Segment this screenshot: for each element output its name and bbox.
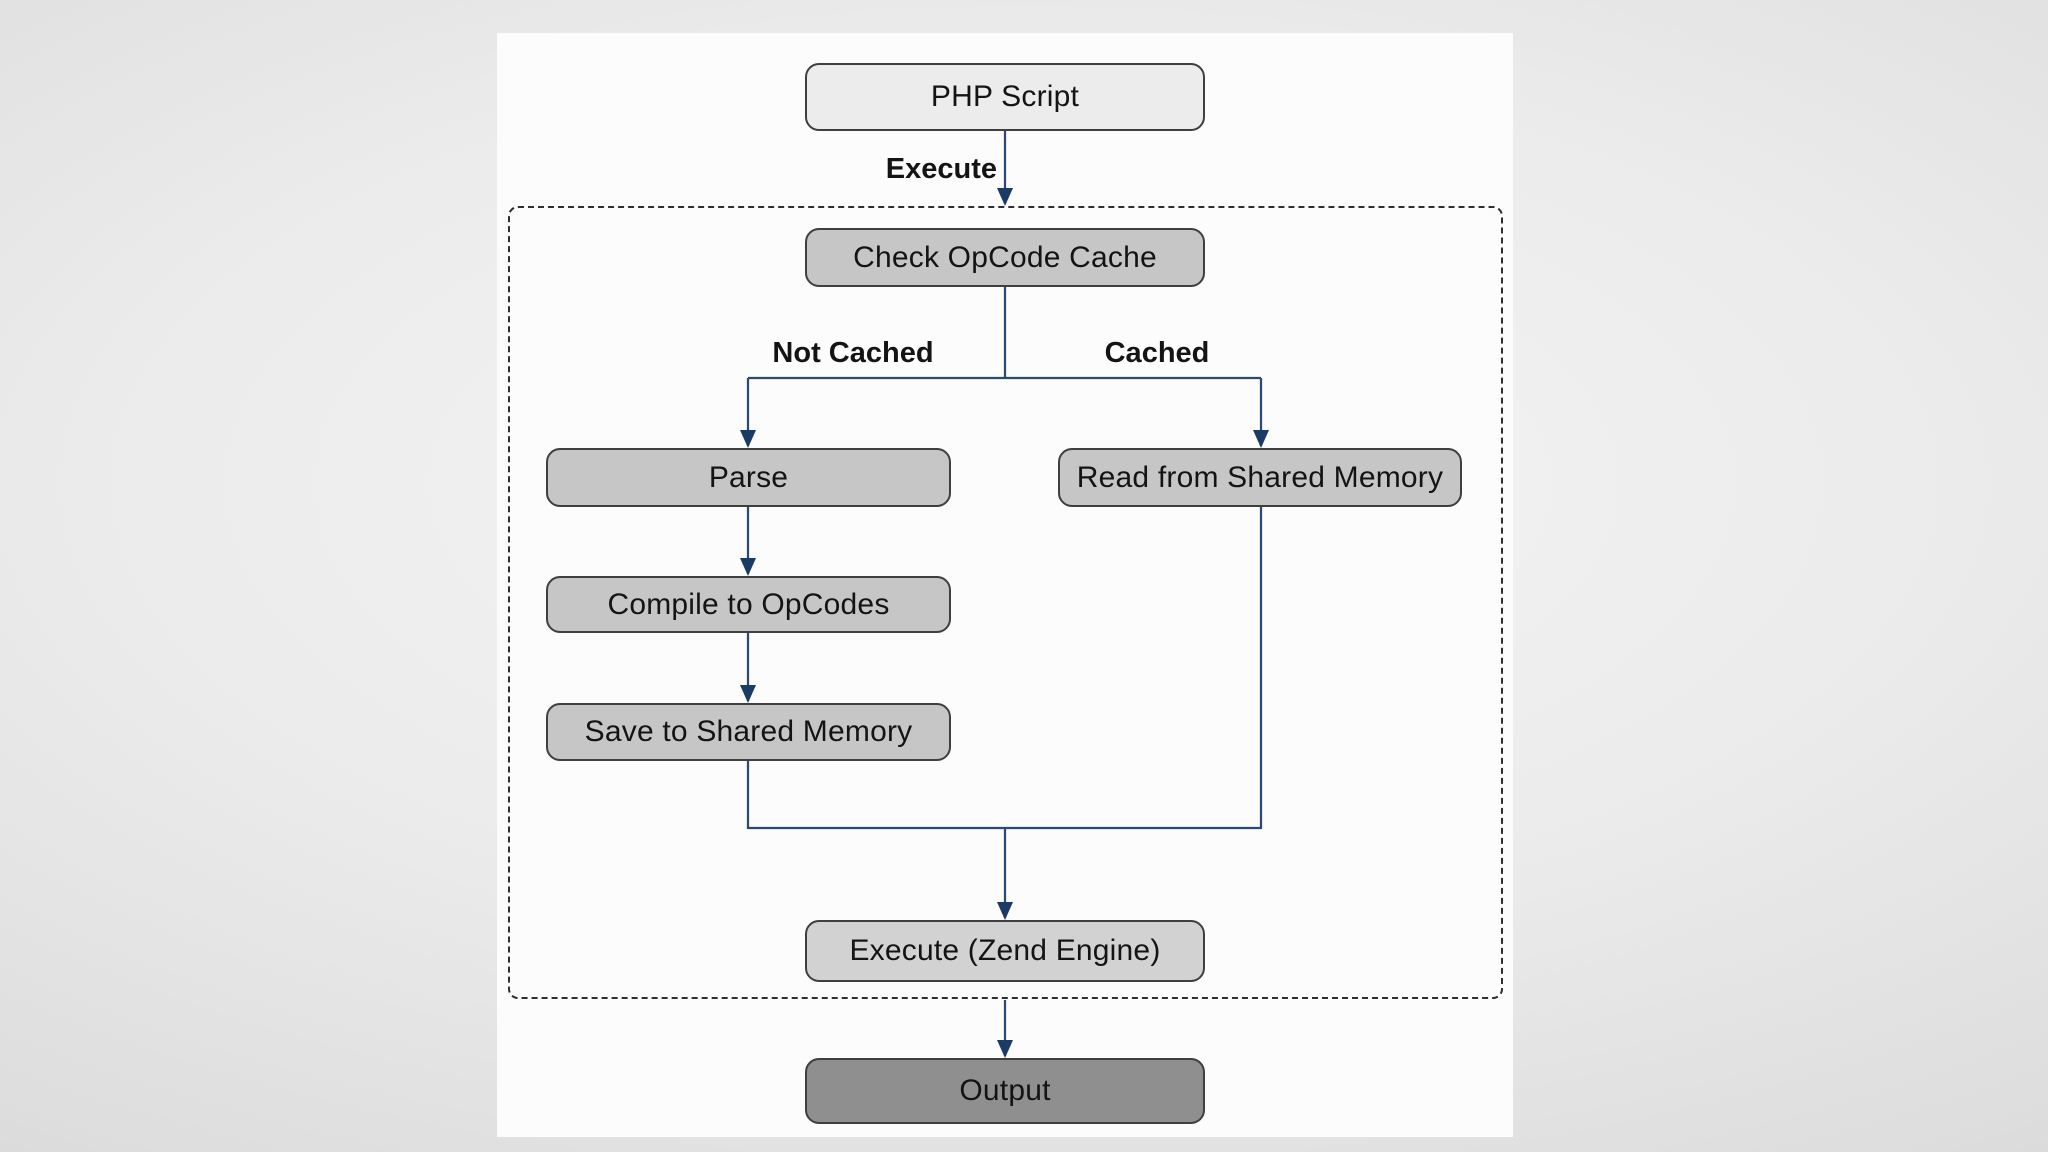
node-execute-zend-engine: Execute (Zend Engine) — [805, 920, 1205, 982]
node-output: Output — [805, 1058, 1205, 1124]
node-php-script: PHP Script — [805, 63, 1205, 131]
node-label: Compile to OpCodes — [607, 587, 890, 621]
node-label: Parse — [708, 460, 789, 494]
edge-label-cached: Cached — [1104, 337, 1210, 369]
node-label: PHP Script — [930, 80, 1080, 113]
node-label: Save to Shared Memory — [584, 715, 913, 748]
node-label: Check OpCode Cache — [853, 240, 1157, 274]
edge-label-execute: Execute — [885, 153, 997, 185]
node-label: Execute (Zend Engine) — [849, 934, 1161, 967]
node-check-opcode-cache: Check OpCode Cache — [805, 228, 1205, 287]
node-parse: Parse — [546, 448, 951, 507]
node-label: Read from Shared Memory — [1076, 460, 1444, 494]
edge-label-not-cached: Not Cached — [772, 337, 934, 369]
node-read-from-shared-memory: Read from Shared Memory — [1058, 448, 1462, 507]
node-label: Output — [959, 1074, 1051, 1107]
opcode-cache-boundary — [508, 206, 1503, 999]
node-save-to-shared-memory: Save to Shared Memory — [546, 703, 951, 761]
node-compile-to-opcodes: Compile to OpCodes — [546, 576, 951, 633]
